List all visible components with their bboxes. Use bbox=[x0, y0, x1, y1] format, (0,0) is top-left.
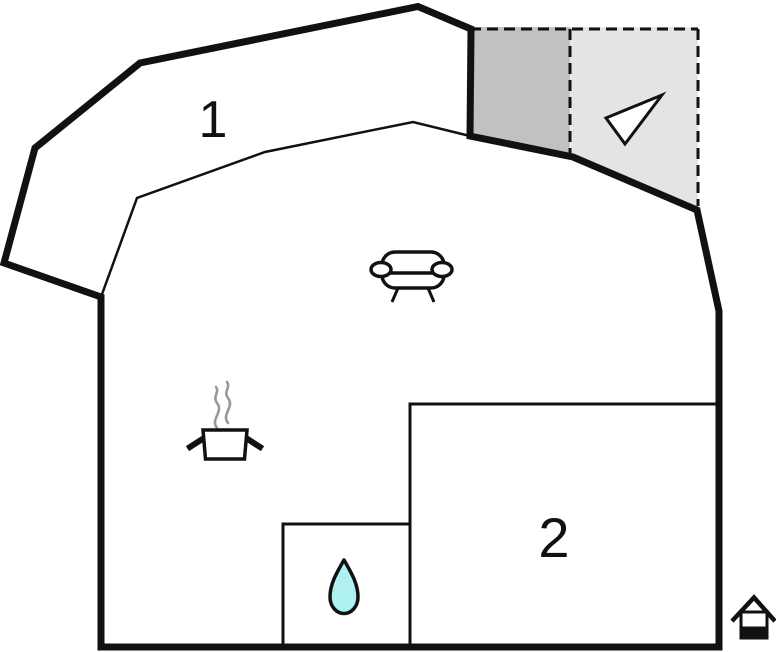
direction-arrow-icon bbox=[603, 91, 667, 147]
pot-handles bbox=[185, 433, 265, 452]
room-2-label: 2 bbox=[538, 506, 569, 569]
pot-body bbox=[201, 428, 249, 461]
bathroom-wall bbox=[281, 522, 410, 647]
house-roof bbox=[730, 594, 776, 623]
room-1-label: 1 bbox=[199, 91, 228, 149]
room-2-wall bbox=[408, 402, 717, 647]
outer-wall bbox=[0, 2, 723, 651]
cooking-pot-icon bbox=[185, 380, 265, 461]
house-base bbox=[742, 626, 766, 637]
sofa-icon bbox=[369, 250, 454, 303]
house-icon bbox=[730, 594, 776, 640]
sofa-armrest-left bbox=[369, 260, 393, 279]
sofa-legs bbox=[390, 287, 436, 303]
water-drop-icon bbox=[328, 558, 360, 616]
steam-icon bbox=[213, 385, 221, 430]
covered-terrace-area bbox=[469, 27, 570, 158]
steam-icon-2 bbox=[224, 380, 232, 425]
sofa-armrest-right bbox=[430, 260, 454, 279]
room-1-divider-line bbox=[99, 120, 471, 298]
